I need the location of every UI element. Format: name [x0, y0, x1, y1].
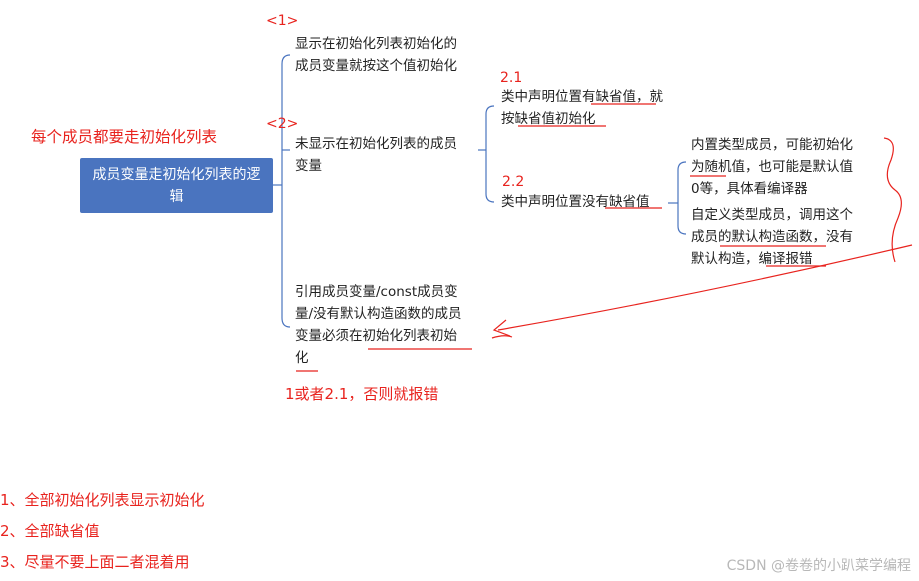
conclusion-annotation: 1或者2.1，否则就报错: [285, 385, 439, 403]
every-member-annotation: 每个成员都要走初始化列表: [31, 128, 218, 146]
tag-2: <2>: [266, 116, 299, 132]
leaf-custom-type: 自定义类型成员，调用这个 成员的默认构造函数，没有 默认构造，编译报错: [691, 207, 853, 267]
watermark: CSDN @卷卷的小趴菜学编程: [726, 558, 911, 574]
branch-explicit-init: 显示在初始化列表初始化的 成员变量就按这个值初始化: [295, 36, 457, 74]
tag-1: <1>: [266, 13, 299, 29]
root-node: 成员变量走初始化列表的逻 辑: [80, 158, 273, 213]
sub-has-default: 类中声明位置有缺省值，就 按缺省值初始化: [501, 89, 663, 127]
note-1: 1、全部初始化列表显示初始化: [0, 491, 205, 509]
branch-not-in-list: 未显示在初始化列表的成员 变量: [295, 136, 457, 174]
sub-no-default: 类中声明位置没有缺省值: [501, 194, 650, 210]
leaf-builtin-type: 内置类型成员，可能初始化 为随机值，也可能是默认值 0等，具体看编译器: [691, 137, 853, 197]
tag-2-1: 2.1: [500, 70, 523, 86]
tag-2-2: 2.2: [502, 174, 525, 190]
note-2: 2、全部缺省值: [0, 522, 100, 540]
note-3: 3、尽量不要上面二者混着用: [0, 553, 190, 571]
branch-must-init: 引用成员变量/const成员变 量/没有默认构造函数的成员 变量必须在初始化列表…: [295, 284, 462, 366]
